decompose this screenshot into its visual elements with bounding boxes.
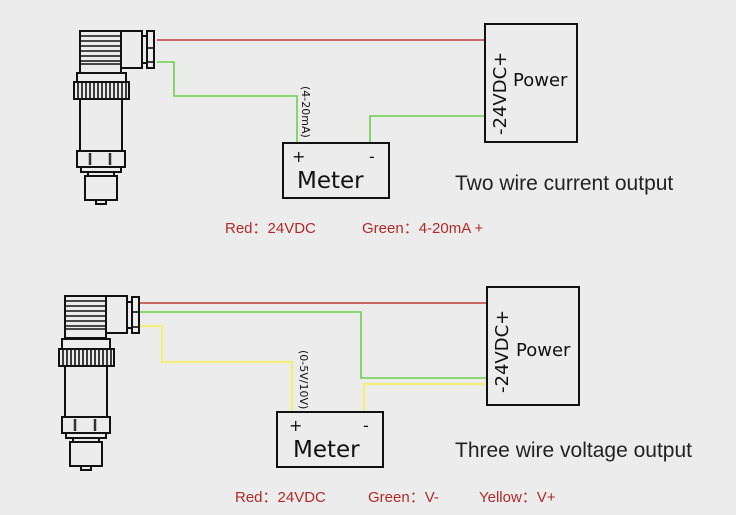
- power-voltage-label: -24VDC+: [490, 52, 511, 135]
- yellow-wire-signal: [140, 324, 294, 412]
- meter-plus-label: +: [292, 147, 305, 166]
- meter-plus-label: +: [289, 416, 302, 435]
- green-wire-signal: [157, 61, 298, 143]
- legend-red: Red：24VDC: [235, 489, 326, 506]
- meter-minus-label: -: [363, 416, 369, 435]
- green-wire-return: [369, 115, 485, 143]
- legend-red: Red：24VDC: [225, 220, 316, 237]
- pressure-transmitter-icon: [73, 30, 155, 205]
- section-title: Three wire voltage output: [455, 439, 692, 462]
- power-label: Power: [513, 70, 568, 91]
- meter-label: Meter: [297, 168, 364, 194]
- pressure-transmitter-icon: [58, 295, 140, 471]
- power-label: Power: [516, 340, 571, 361]
- meter-box: + - Meter: [276, 411, 384, 468]
- meter-label: Meter: [293, 437, 360, 463]
- legend-yellow: Yellow：V+: [479, 489, 556, 506]
- power-box: -24VDC+ Power: [486, 286, 580, 406]
- power-box: -24VDC+ Power: [484, 23, 578, 143]
- green-wire: [140, 311, 487, 379]
- yellow-wire-return: [362, 382, 487, 412]
- power-voltage-label: -24VDC+: [492, 310, 513, 393]
- legend-green: Green：V-: [368, 489, 439, 506]
- meter-box: + - Meter: [282, 142, 390, 199]
- meter-minus-label: -: [369, 147, 375, 166]
- two-wire-section: + - Meter (4-20mA) -24VDC+ Power Two wir…: [73, 23, 673, 237]
- signal-range-label: (4-20mA): [299, 86, 312, 138]
- legend-green: Green：4-20mA +: [362, 220, 484, 237]
- signal-range-label: (0-5V/10V): [297, 350, 310, 409]
- three-wire-section: + - Meter (0-5V/10V) -24VDC+ Power Three…: [58, 286, 692, 506]
- section-title: Two wire current output: [455, 172, 673, 195]
